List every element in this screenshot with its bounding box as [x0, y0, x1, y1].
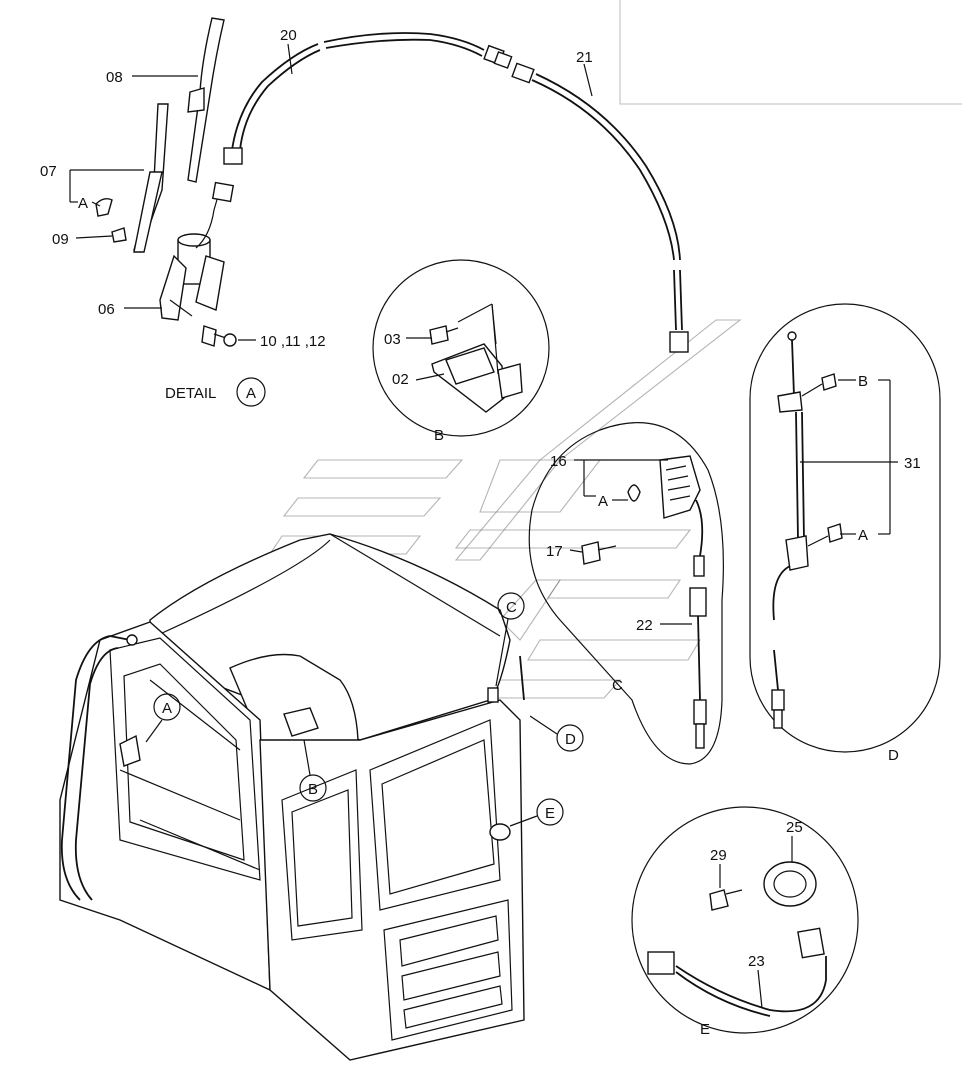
callout-a-circle — [153, 693, 181, 721]
detail-a-caption: DETAIL — [165, 385, 216, 402]
cab-assembly — [59, 533, 525, 1061]
label-20: 20 — [280, 27, 297, 44]
screw-17 — [581, 541, 601, 565]
connector-20-21 — [493, 51, 513, 69]
label-10-11-12: 10 ,11 ,12 — [260, 333, 326, 350]
detail-e-assembly — [647, 861, 827, 1017]
label-17: 17 — [546, 543, 563, 560]
callout-e-circle — [536, 798, 564, 826]
label-b-screw: B — [858, 373, 868, 390]
screw-29 — [709, 889, 729, 911]
detail-b-assembly — [429, 325, 523, 413]
label-25: 25 — [786, 819, 803, 836]
label-09: 09 — [52, 231, 69, 248]
label-02: 02 — [392, 371, 409, 388]
screw-a — [827, 523, 843, 543]
label-a-screw: A — [858, 527, 868, 544]
label-31: 31 — [904, 455, 921, 472]
label-03: 03 — [384, 331, 401, 348]
connector-23-left — [647, 951, 675, 975]
bolt-10-11-12 — [201, 325, 217, 347]
bulb-a — [627, 484, 641, 502]
label-16: 16 — [550, 453, 567, 470]
callout-d: D — [565, 731, 576, 748]
detail-c-assembly — [581, 455, 707, 749]
side-window — [281, 769, 363, 941]
detail-c-letter: C — [612, 677, 623, 694]
lamp-16 — [659, 455, 701, 519]
label-21: 21 — [576, 49, 593, 66]
wire-harness — [223, 32, 689, 353]
clip-a — [95, 197, 113, 217]
connector-23-right — [797, 927, 825, 959]
antenna-31 — [785, 535, 809, 571]
label-08: 08 — [106, 69, 123, 86]
screw-03 — [429, 325, 449, 345]
connector-21-end — [669, 331, 689, 353]
cab-left-body — [59, 621, 271, 992]
detail-b-letter: B — [434, 427, 444, 444]
connector-21-start — [511, 62, 535, 84]
label-06: 06 — [98, 301, 115, 318]
screw-b — [821, 373, 837, 391]
detail-a-assembly — [95, 17, 237, 347]
lamp-wire-22 — [689, 587, 707, 617]
callout-c-circle — [497, 592, 525, 620]
label-23: 23 — [748, 953, 765, 970]
label-a-clip: A — [78, 195, 88, 212]
connector-20-end — [223, 147, 243, 165]
cab-front-body — [259, 699, 525, 1061]
front-window — [369, 719, 501, 911]
label-22: 22 — [636, 617, 653, 634]
callout-d-circle — [556, 724, 584, 752]
wiper-arm-08 — [187, 17, 225, 183]
detail-b-circle — [372, 259, 550, 437]
frame-corner — [619, 0, 962, 105]
detail-e-letter: E — [700, 1021, 710, 1038]
callout-c: C — [506, 599, 517, 616]
nut-09 — [111, 227, 127, 243]
detail-a-circle — [236, 377, 266, 407]
label-07: 07 — [40, 163, 57, 180]
callout-b-circle — [299, 774, 327, 802]
detail-d-letter: D — [888, 747, 899, 764]
label-29: 29 — [710, 847, 727, 864]
detail-e-circle — [631, 806, 859, 1034]
detail-d-assembly — [771, 331, 843, 729]
callout-e: E — [545, 805, 555, 822]
label-a-bulb: A — [598, 493, 608, 510]
detail-d-outline — [749, 303, 941, 753]
callout-a: A — [162, 700, 172, 717]
detail-a-letter: A — [246, 385, 256, 402]
callout-b: B — [308, 781, 318, 798]
detail-c-outline — [528, 422, 724, 765]
speaker-25 — [763, 861, 817, 907]
